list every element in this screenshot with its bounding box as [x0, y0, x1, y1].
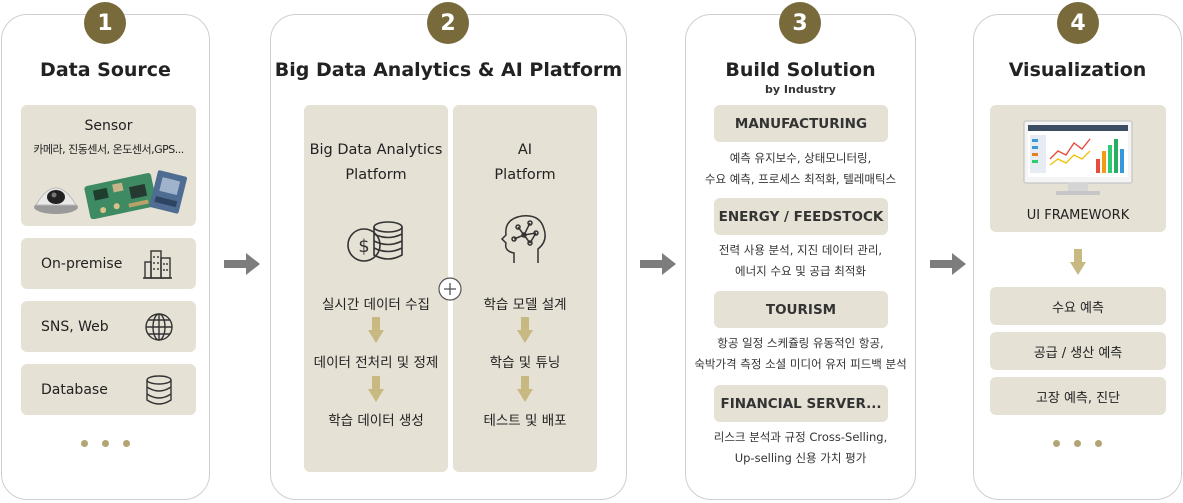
coins-icon: $ [347, 221, 403, 262]
bda-step-3: 학습 데이터 생성 [328, 413, 424, 429]
sensor-title: Sensor [84, 118, 133, 134]
globe-icon [145, 312, 173, 341]
monitor-dashboard-icon [1023, 120, 1133, 195]
step-2-badge: 2 [427, 2, 469, 44]
step-3-badge: 3 [779, 2, 821, 44]
industry-desc-tourism: 항공 일정 스케쥴링 유동적인 항공,숙박가격 측정 소셜 미디어 유저 피드백… [694, 336, 907, 371]
build-solution-panel: Build Solution by Industry MANUFACTURING… [685, 14, 916, 500]
source-item-database: Database [21, 364, 196, 415]
build-solution-subtitle: by Industry [765, 83, 836, 96]
visualization-panel: Visualization UI FRAMEWORK 수요 예측 공급 / 생산… [973, 14, 1182, 500]
industry-desc-manufacturing: 예측 유지보수, 상태모니터링,수요 예측, 프로세스 최적화, 텔레매틱스 [704, 151, 897, 186]
step-1-badge: 1 [84, 2, 126, 44]
bda-arrow-down-1 [368, 317, 384, 343]
visualization-arrow-down [1070, 249, 1086, 275]
building-icon [143, 249, 172, 279]
big-data-analytics-column: Big Data Analytics Platform $ 실시간 데이터 수집… [304, 105, 448, 472]
database-icon [146, 374, 172, 405]
flow-arrow-1 [224, 253, 260, 275]
build-solution-title: Build Solution [725, 59, 876, 81]
sensor-card: Sensor 카메라, 진동센서, 온도센서,GPS... [21, 105, 196, 226]
industry-tag-manufacturing: MANUFACTURING [714, 105, 888, 142]
step-4-badge: 4 [1057, 2, 1099, 44]
source-label-on-premise: On-premise [41, 255, 123, 272]
data-source-title: Data Source [40, 59, 171, 81]
ui-framework-label: UI FRAMEWORK [1026, 208, 1130, 223]
sensor-devices-icon [34, 170, 188, 219]
ai-step-3: 테스트 및 배포 [483, 413, 567, 429]
industry-tag-tourism: TOURISM [714, 291, 888, 328]
more-outputs-dots [974, 440, 1181, 447]
ai-arrow-down-1 [517, 317, 533, 343]
industry-desc-financial: 리스크 분석과 규정 Cross-Selling,Up-selling 신용 가… [713, 430, 888, 465]
industry-tag-energy: ENERGY / FEEDSTOCK [714, 198, 888, 235]
ai-platform-title: AI Platform [494, 142, 556, 183]
ai-step-2: 학습 및 튜닝 [489, 355, 561, 371]
output-supply-forecast: 공급 / 생산 예측 [990, 332, 1166, 370]
output-demand-forecast: 수요 예측 [990, 287, 1166, 325]
ai-arrow-down-2 [517, 376, 533, 402]
bda-step-2: 데이터 전처리 및 정제 [313, 355, 439, 371]
bda-arrow-down-2 [368, 376, 384, 402]
sensor-subtitle: 카메라, 진동센서, 온도센서,GPS... [33, 143, 184, 156]
more-sources-dots [2, 440, 209, 447]
ai-platform-column: AI Platform 학습 모델 설계 학습 및 튜닝 테스트 및 배포 [453, 105, 597, 472]
source-item-sns-web: SNS, Web [21, 301, 196, 352]
ai-step-1: 학습 모델 설계 [483, 297, 567, 313]
source-label-sns-web: SNS, Web [41, 318, 109, 335]
plus-circle-icon [438, 277, 462, 301]
source-label-database: Database [41, 381, 108, 398]
svg-text:$: $ [358, 236, 369, 257]
source-item-on-premise: On-premise [21, 238, 196, 289]
industry-tag-financial: FINANCIAL SERVER... [714, 385, 888, 422]
flow-arrow-3 [930, 253, 966, 275]
brain-icon [500, 215, 546, 263]
ui-framework-card: UI FRAMEWORK [990, 105, 1166, 232]
platform-title: Big Data Analytics & AI Platform [274, 59, 623, 81]
visualization-title: Visualization [1008, 59, 1147, 81]
flow-arrow-2 [640, 253, 676, 275]
platform-panel: Big Data Analytics & AI Platform Big Dat… [270, 14, 627, 500]
data-source-panel: Data Source Sensor 카메라, 진동센서, 온도센서,GPS..… [1, 14, 210, 500]
industry-desc-energy: 전력 사용 분석, 지진 데이터 관리,에너지 수요 및 공급 최적화 [718, 243, 883, 278]
bda-step-1: 실시간 데이터 수집 [322, 297, 430, 313]
big-data-analytics-title: Big Data Analytics Platform [309, 142, 443, 183]
output-failure-diagnosis: 고장 예측, 진단 [990, 377, 1166, 415]
